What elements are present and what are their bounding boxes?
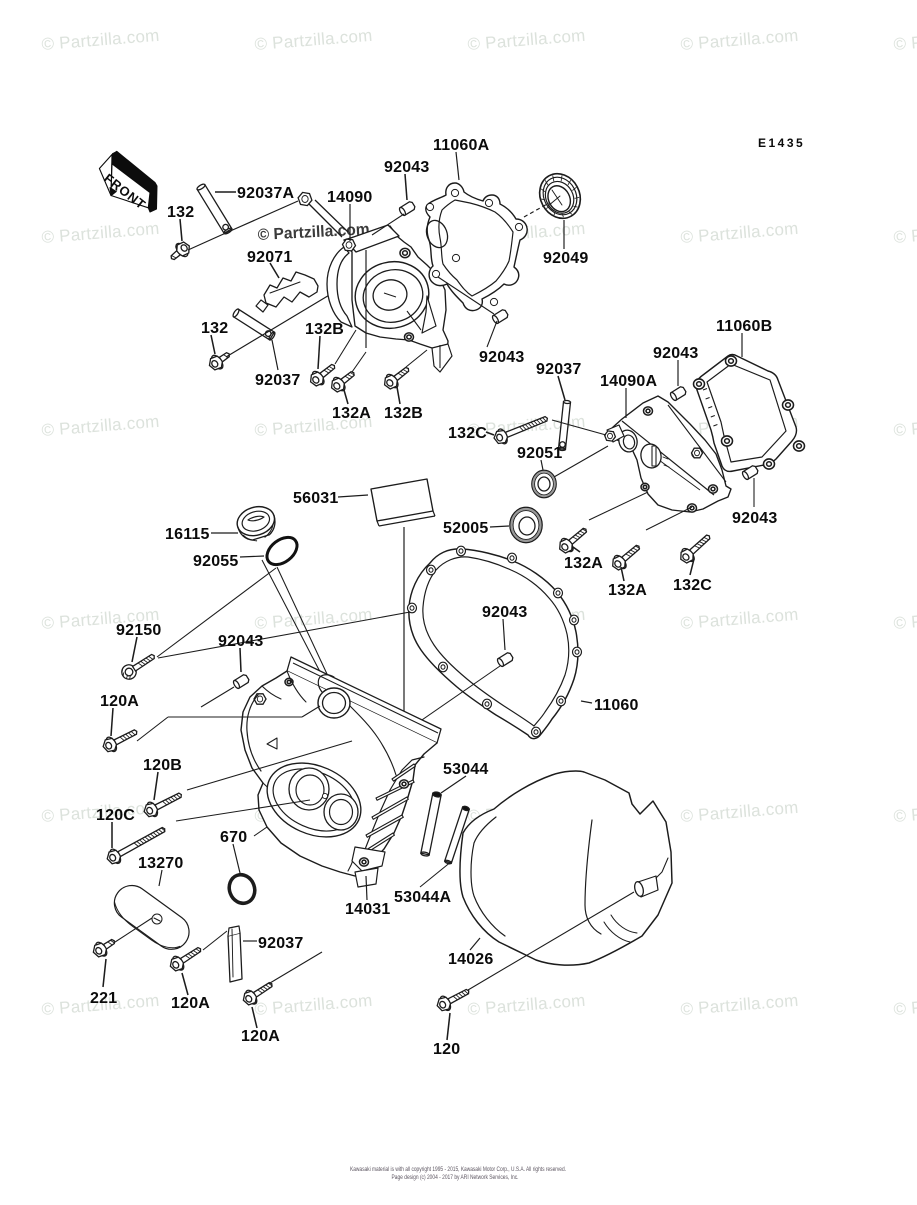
svg-text:11060: 11060	[594, 697, 639, 714]
svg-text:Page design (c) 2004 - 2017 by: Page design (c) 2004 - 2017 by ARI Netwo…	[392, 1174, 519, 1181]
svg-text:92043: 92043	[384, 159, 430, 176]
svg-text:13270: 13270	[138, 855, 184, 872]
svg-text:11060B: 11060B	[716, 318, 772, 335]
svg-text:16115: 16115	[165, 526, 210, 543]
svg-text:53044A: 53044A	[394, 889, 451, 906]
svg-text:120C: 120C	[96, 807, 135, 824]
svg-text:132A: 132A	[564, 555, 603, 572]
svg-text:56031: 56031	[293, 490, 339, 507]
svg-text:92043: 92043	[479, 349, 525, 366]
svg-text:14090: 14090	[327, 189, 373, 206]
svg-text:92071: 92071	[247, 249, 293, 266]
svg-text:92037: 92037	[255, 372, 301, 389]
svg-text:92043: 92043	[482, 604, 528, 621]
svg-text:14031: 14031	[345, 901, 391, 918]
svg-text:221: 221	[90, 990, 117, 1007]
svg-text:53044: 53044	[443, 761, 489, 778]
svg-text:Kawasaki material is with all: Kawasaki material is with all copyright …	[350, 1166, 566, 1173]
svg-text:92037: 92037	[258, 935, 304, 952]
svg-text:92150: 92150	[116, 622, 162, 639]
svg-text:120A: 120A	[171, 995, 210, 1012]
svg-text:132: 132	[167, 204, 194, 221]
svg-text:92037: 92037	[536, 361, 582, 378]
svg-text:92049: 92049	[543, 250, 589, 267]
svg-text:132C: 132C	[448, 425, 487, 442]
svg-text:132A: 132A	[608, 582, 647, 599]
svg-text:92043: 92043	[653, 345, 699, 362]
svg-text:14026: 14026	[448, 951, 494, 968]
svg-text:132: 132	[201, 320, 228, 337]
svg-text:92051: 92051	[517, 445, 563, 462]
svg-text:92043: 92043	[732, 510, 778, 527]
svg-text:120A: 120A	[100, 693, 139, 710]
svg-text:52005: 52005	[443, 520, 489, 537]
svg-text:120B: 120B	[143, 757, 182, 774]
svg-text:11060A: 11060A	[433, 137, 490, 154]
svg-text:132A: 132A	[332, 405, 371, 422]
svg-text:132C: 132C	[673, 577, 712, 594]
svg-text:92037A: 92037A	[237, 185, 294, 202]
svg-text:120A: 120A	[241, 1028, 280, 1045]
svg-text:14090A: 14090A	[600, 373, 657, 390]
svg-text:132B: 132B	[384, 405, 423, 422]
svg-text:E1435: E1435	[758, 136, 805, 150]
svg-text:670: 670	[220, 829, 247, 846]
svg-text:92055: 92055	[193, 553, 239, 570]
svg-text:120: 120	[433, 1041, 460, 1058]
svg-text:92043: 92043	[218, 633, 264, 650]
svg-text:132B: 132B	[305, 321, 344, 338]
